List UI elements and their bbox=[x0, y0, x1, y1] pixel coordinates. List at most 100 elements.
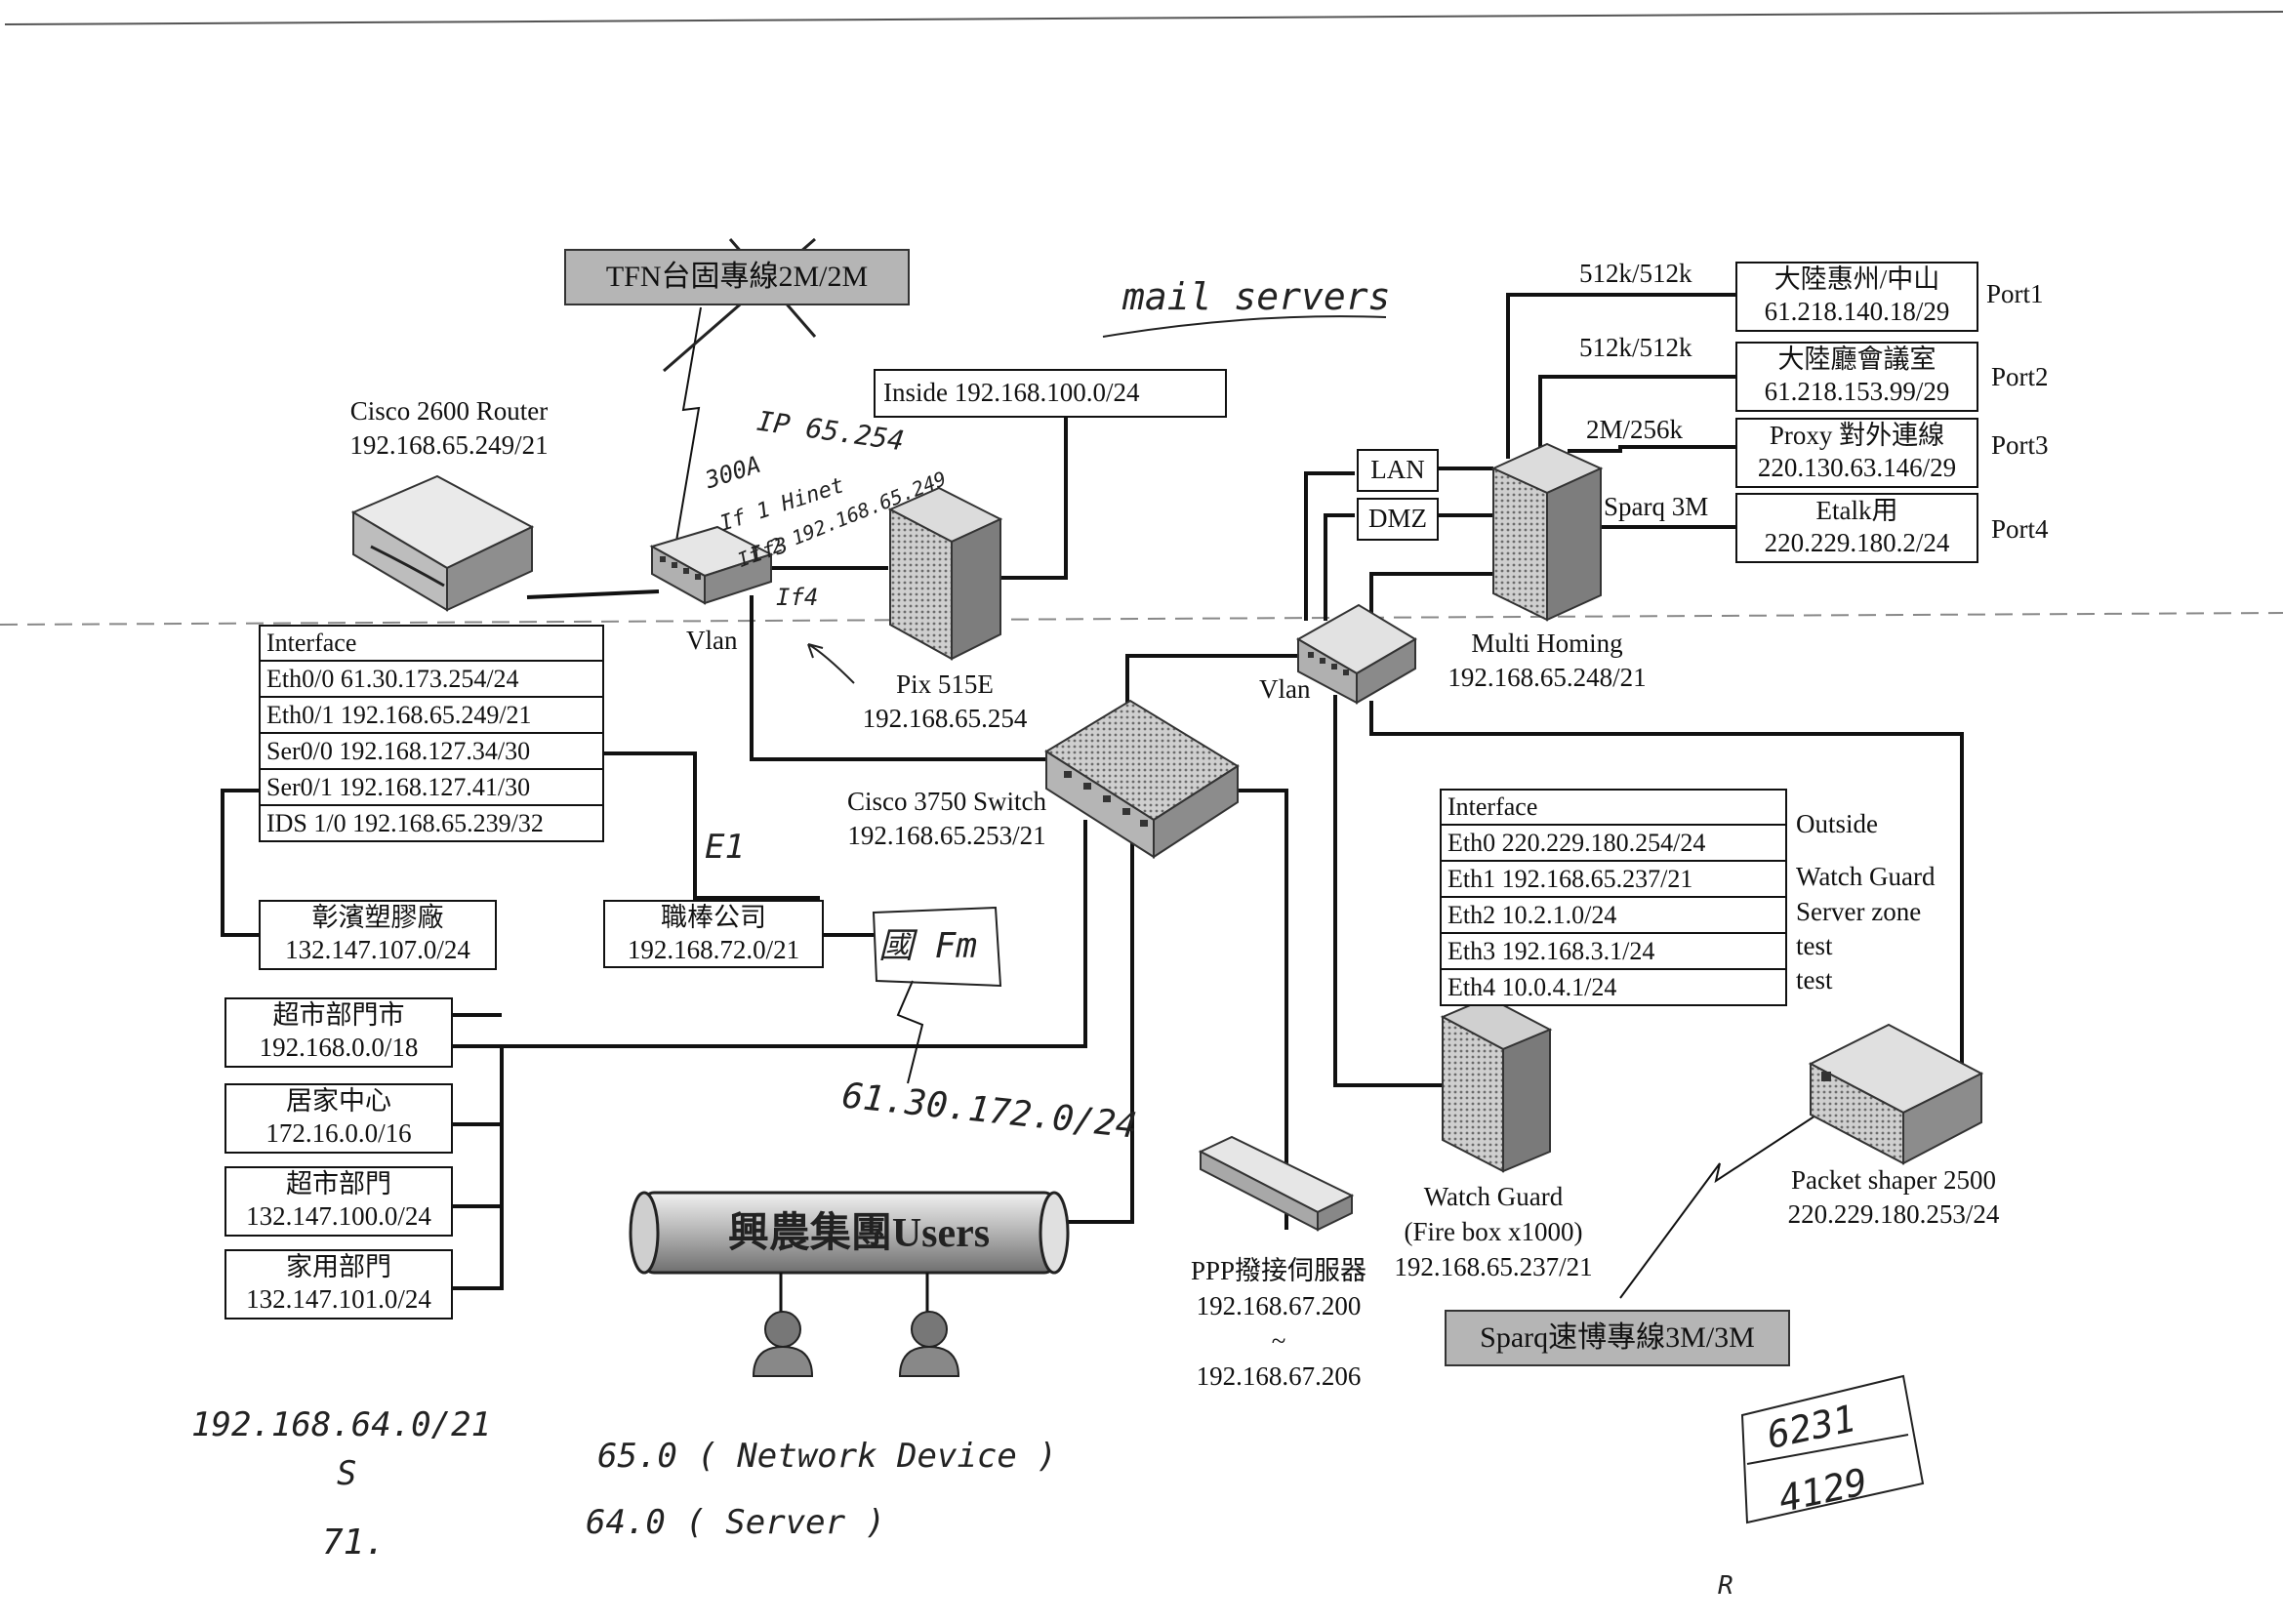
department-name: 超市部門 bbox=[286, 1169, 391, 1198]
wan-link-name: 大陸惠州/中山 bbox=[1773, 264, 1940, 294]
ppp-ip-end: 192.168.67.206 bbox=[1196, 1361, 1362, 1391]
switch-name: Cisco 3750 Switch bbox=[846, 787, 1046, 816]
wg-interface-row: Interface bbox=[1447, 792, 1538, 821]
wan-port-4: Port4 bbox=[1991, 514, 2049, 544]
mail-underline bbox=[1102, 315, 1387, 338]
hand-if4: If4 bbox=[776, 584, 819, 611]
wg-note-test: test bbox=[1796, 931, 1833, 960]
multihoming-name: Multi Homing bbox=[1471, 629, 1623, 658]
hand-range2: 71. bbox=[322, 1522, 387, 1563]
number-scribble-divider bbox=[1746, 1434, 1909, 1465]
wan-link-ip: 220.130.63.146/29 bbox=[1757, 453, 1957, 482]
wan-link-2: 大陸廳會議室 61.218.153.99/29 bbox=[1735, 342, 1978, 412]
wan-link-ip: 61.218.140.18/29 bbox=[1764, 297, 1950, 326]
wan-speed-2: 512k/512k bbox=[1579, 333, 1692, 362]
pix-ip: 192.168.65.254 bbox=[862, 704, 1028, 733]
lan-label: LAN bbox=[1370, 455, 1425, 484]
router-interface-row: Interface bbox=[266, 629, 357, 657]
wg-interface-table: Interface Eth0 220.229.180.254/24 Eth1 1… bbox=[1440, 789, 1787, 1006]
wan-link-name: Etalk用 bbox=[1815, 496, 1898, 525]
router-interface-row: Eth0/0 61.30.173.254/24 bbox=[261, 660, 602, 696]
wan-speed-1: 512k/512k bbox=[1579, 259, 1692, 288]
watchguard-name: Watch Guard bbox=[1423, 1182, 1564, 1211]
router-interface-row: Ser0/1 192.168.127.41/30 bbox=[261, 768, 602, 804]
pix-arrow bbox=[807, 643, 855, 684]
user-icon bbox=[898, 1311, 960, 1377]
router-interface-row: Eth0/1 192.168.65.249/21 bbox=[261, 696, 602, 732]
hand-net-device: 65.0 ( Network Device ) bbox=[597, 1437, 1057, 1476]
watchguard-ip: 192.168.65.237/21 bbox=[1394, 1252, 1593, 1281]
hand-range-s: S bbox=[337, 1454, 357, 1493]
department-name: 家用部門 bbox=[286, 1252, 391, 1281]
watchguard-model: (Fire box x1000) bbox=[1404, 1217, 1583, 1246]
pipe-user-links bbox=[779, 1273, 929, 1313]
wg-note-outside: Outside bbox=[1796, 809, 1878, 838]
tfn-line-box: TFN台固專線2M/2M bbox=[564, 249, 910, 305]
department-ip: 132.147.101.0/24 bbox=[246, 1284, 431, 1314]
packet-shaper-ip: 220.229.180.253/24 bbox=[1787, 1199, 2000, 1229]
department-box: 超市部門市 192.168.0.0/18 bbox=[224, 997, 453, 1068]
dmz-label: DMZ bbox=[1368, 504, 1427, 533]
router-interface-table: Interface Eth0/0 61.30.173.254/24 Eth0/1… bbox=[259, 625, 604, 842]
wan-port-1: Port1 bbox=[1986, 279, 2044, 308]
wg-note-watchguard: Watch Guard bbox=[1796, 862, 1936, 891]
changbin-ip: 132.147.107.0/24 bbox=[285, 935, 470, 964]
inside-net-box: Inside 192.168.100.0/24 bbox=[874, 369, 1227, 418]
lan-box: LAN bbox=[1357, 449, 1439, 492]
switch-ip: 192.168.65.253/21 bbox=[847, 821, 1046, 850]
vlan-switch-right-icon bbox=[1295, 603, 1417, 705]
cisco-3750-switch-icon bbox=[1044, 699, 1240, 859]
wan-link-4: Etalk用 220.229.180.2/24 bbox=[1735, 493, 1978, 563]
changbin-name: 彰濱塑膠廠 bbox=[311, 903, 444, 932]
department-name: 超市部門市 bbox=[272, 1000, 405, 1030]
wan-link-name: 大陸廳會議室 bbox=[1777, 345, 1936, 374]
wan-link-3: Proxy 對外連線 220.130.63.146/29 bbox=[1735, 418, 1978, 488]
wan-link-1: 大陸惠州/中山 61.218.140.18/29 bbox=[1735, 262, 1978, 332]
wan-link-ip: 220.229.180.2/24 bbox=[1764, 528, 1950, 557]
hand-range1: 192.168.64.0/21 bbox=[191, 1405, 492, 1444]
router-name: Cisco 2600 Router bbox=[349, 396, 549, 426]
cisco-2600-router-icon bbox=[350, 474, 535, 612]
vlan-left-label: Vlan bbox=[686, 626, 738, 655]
number-scribble-box bbox=[1740, 1374, 1925, 1524]
department-ip: 172.16.0.0/16 bbox=[265, 1118, 412, 1148]
scan-edge-mid bbox=[0, 612, 2283, 626]
scan-edge-top bbox=[4, 11, 2283, 25]
router-ip: 192.168.65.249/21 bbox=[349, 430, 549, 460]
vlan-right-label: Vlan bbox=[1259, 674, 1311, 704]
mail-servers-note: mail servers bbox=[1122, 275, 1391, 318]
inside-net-label: Inside 192.168.100.0/24 bbox=[883, 378, 1140, 407]
ppp-ip-start: 192.168.67.200 bbox=[1196, 1291, 1362, 1320]
wg-note-server-zone: Server zone bbox=[1796, 897, 1922, 926]
user-icon bbox=[752, 1311, 814, 1377]
wan-port-3: Port3 bbox=[1991, 430, 2049, 460]
wg-interface-row: Eth2 10.2.1.0/24 bbox=[1442, 896, 1785, 932]
changbin-box: 彰濱塑膠廠 132.147.107.0/24 bbox=[259, 900, 497, 970]
packet-shaper-icon bbox=[1808, 1023, 1984, 1165]
watch-guard-server-icon bbox=[1440, 995, 1553, 1173]
packet-shaper-name: Packet shaper 2500 bbox=[1791, 1165, 1996, 1195]
e1-label: E1 bbox=[705, 828, 745, 867]
multihoming-ip: 192.168.65.248/21 bbox=[1447, 663, 1647, 692]
wg-interface-row: Eth4 10.0.4.1/24 bbox=[1442, 968, 1785, 1004]
vlan-switch-left-icon bbox=[649, 525, 774, 605]
router-interface-row: IDS 1/0 192.168.65.239/32 bbox=[261, 804, 602, 840]
wan-port-2: Port2 bbox=[1991, 362, 2049, 391]
users-pipe-label: 興農集團Users bbox=[727, 1211, 991, 1256]
multi-homing-firewall-icon bbox=[1490, 442, 1604, 622]
dmz-box: DMZ bbox=[1357, 498, 1439, 541]
hand-server: 64.0 ( Server ) bbox=[586, 1503, 886, 1542]
connection-lines bbox=[221, 293, 1964, 1299]
wan-speed-3: 2M/256k bbox=[1586, 415, 1684, 444]
department-name: 居家中心 bbox=[286, 1086, 391, 1116]
sparq-3m-label: Sparq 3M bbox=[1604, 492, 1709, 521]
ppp-server-icon bbox=[1198, 1135, 1355, 1232]
wg-note-test: test bbox=[1796, 965, 1833, 995]
wg-interface-row: Eth1 192.168.65.237/21 bbox=[1442, 860, 1785, 896]
department-box: 超市部門 132.147.100.0/24 bbox=[224, 1166, 453, 1237]
wg-interface-row: Eth3 192.168.3.1/24 bbox=[1442, 932, 1785, 968]
users-pipe-icon bbox=[629, 1191, 1070, 1275]
ppp-tilde: ~ bbox=[1271, 1326, 1286, 1356]
wan-link-ip: 61.218.153.99/29 bbox=[1764, 377, 1950, 406]
